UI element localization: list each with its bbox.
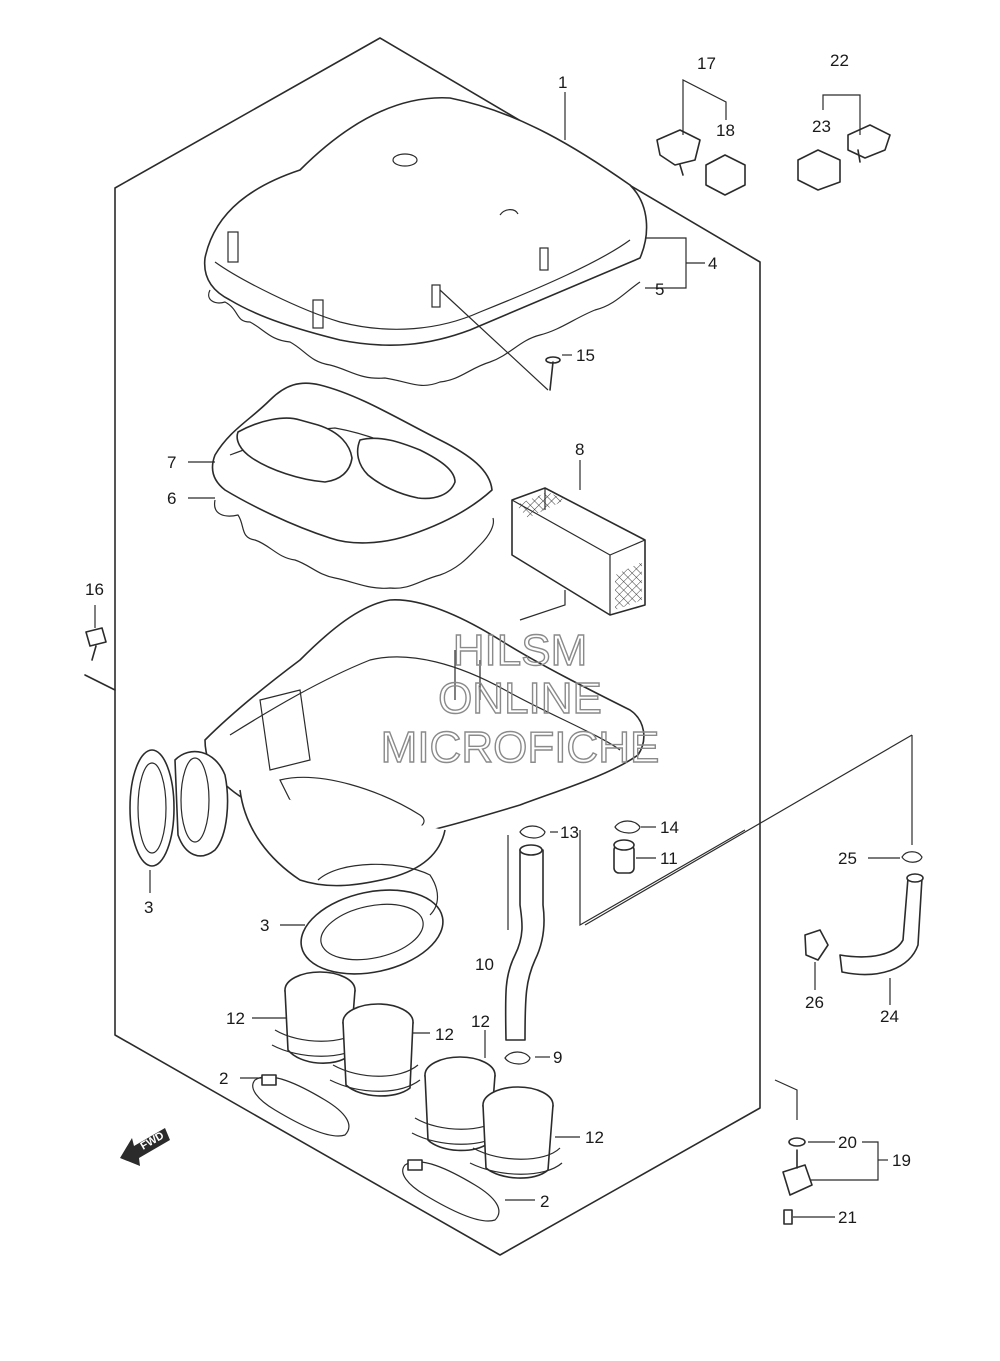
intake-boot-1 — [271, 971, 363, 1065]
callout-2b: 2 — [540, 1192, 549, 1211]
callout-20: 20 — [838, 1133, 857, 1152]
air-cleaner-case — [204, 599, 645, 887]
watermark-line-1: HILSM — [453, 626, 587, 675]
callout-1: 1 — [558, 73, 567, 92]
callout-3b: 3 — [260, 916, 269, 935]
assembly-frame — [84, 37, 761, 1256]
callout-8: 8 — [575, 440, 584, 459]
plug-cap-11 — [613, 839, 635, 874]
intake-duct-left — [129, 749, 229, 867]
sensor-19 — [782, 1149, 813, 1196]
screw-15 — [545, 356, 561, 391]
callout-2a: 2 — [219, 1069, 228, 1088]
screw-21 — [783, 1209, 793, 1225]
clip-25 — [901, 851, 923, 863]
callout-23: 23 — [812, 117, 831, 136]
clamp-right — [402, 1159, 500, 1222]
callout-12d: 12 — [585, 1128, 604, 1147]
drain-hose — [504, 844, 545, 1041]
relay-18 — [705, 154, 746, 196]
callout-3a: 3 — [144, 898, 153, 917]
auxiliary-filter — [511, 487, 646, 616]
intake-duct-center — [300, 863, 444, 975]
callout-12c: 12 — [471, 1012, 490, 1031]
callout-10: 10 — [475, 955, 494, 974]
callout-16: 16 — [85, 580, 104, 599]
clip-13 — [519, 825, 546, 839]
callout-4: 4 — [708, 254, 717, 273]
callout-6: 6 — [167, 489, 176, 508]
clip-9 — [504, 1051, 531, 1065]
forward-arrow: FWD — [120, 1128, 170, 1166]
callout-19: 19 — [892, 1151, 911, 1170]
callout-9: 9 — [553, 1048, 562, 1067]
watermark: HILSM ONLINE MICROFICHE — [380, 625, 660, 772]
callout-12a: 12 — [226, 1009, 245, 1028]
callout-17: 17 — [697, 54, 716, 73]
clamp-26 — [804, 929, 829, 961]
callout-5: 5 — [655, 280, 664, 299]
relay-23 — [797, 149, 841, 191]
callout-14: 14 — [660, 818, 679, 837]
sensor-17 — [656, 129, 701, 176]
cap-seal — [208, 281, 641, 386]
callout-12b: 12 — [435, 1025, 454, 1044]
intake-boot-2 — [329, 1003, 421, 1097]
callout-15: 15 — [576, 346, 595, 365]
callout-21: 21 — [838, 1208, 857, 1227]
intake-boot-4 — [469, 1086, 563, 1179]
callout-leaders — [94, 79, 900, 1218]
washer-20 — [788, 1137, 806, 1147]
watermark-line-2: ONLINE — [438, 674, 602, 723]
hose-24 — [839, 873, 924, 976]
callout-13: 13 — [560, 823, 579, 842]
callout-11: 11 — [660, 849, 678, 868]
clamp-left — [252, 1074, 350, 1137]
watermark-line-3: MICROFICHE — [381, 723, 660, 772]
callout-26: 26 — [805, 993, 824, 1012]
callout-24: 24 — [880, 1007, 899, 1026]
clip-14 — [614, 820, 641, 834]
callout-7: 7 — [167, 453, 176, 472]
callout-25: 25 — [838, 849, 857, 868]
guide-lines — [439, 289, 913, 1120]
callout-22: 22 — [830, 51, 849, 70]
bolt-16 — [85, 627, 107, 661]
intake-boot-3 — [411, 1056, 503, 1152]
callout-numbers: 1 4 5 15 7 6 8 16 17 18 22 23 3 3 13 14 … — [85, 51, 911, 1227]
callout-18: 18 — [716, 121, 735, 140]
sensor-22 — [847, 124, 891, 163]
air-cleaner-cap — [203, 96, 648, 346]
air-filter-element — [211, 382, 495, 589]
